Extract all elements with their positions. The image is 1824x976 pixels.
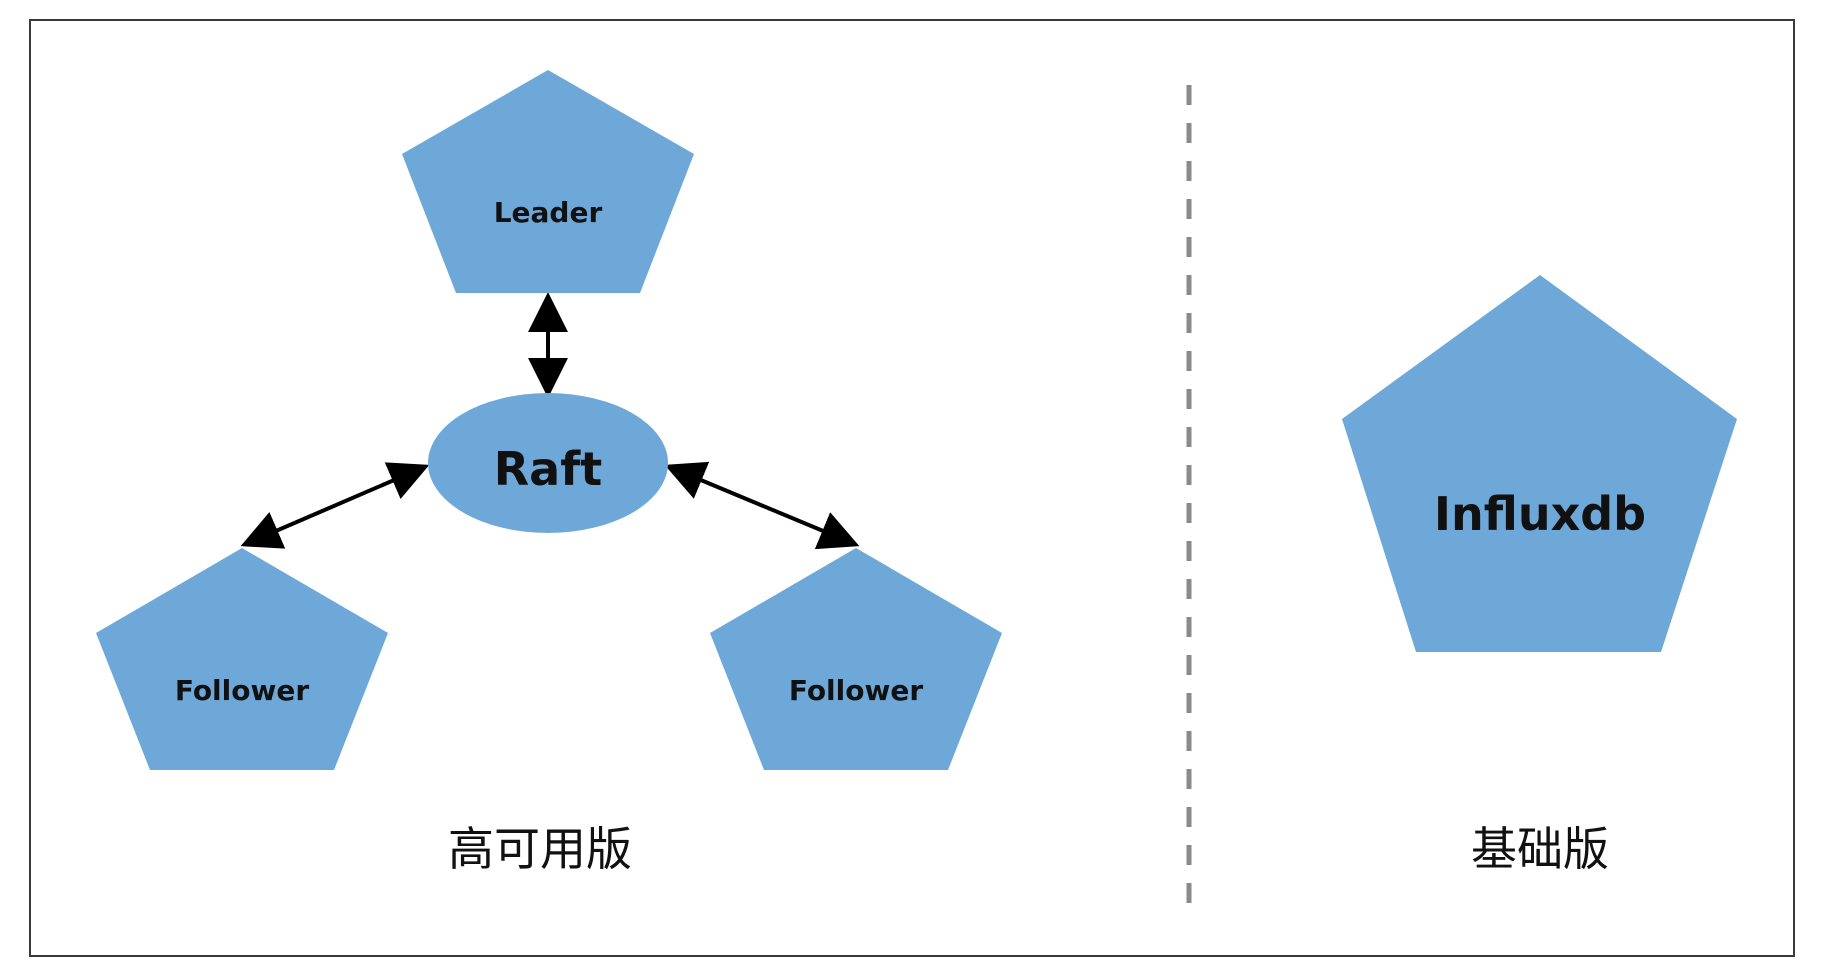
follower-right-pentagon-shape — [710, 548, 1002, 770]
follower-right-label: Follower — [789, 674, 924, 707]
raft-follower-right-arrow — [664, 461, 860, 550]
basic-edition-caption: 基础版 — [1471, 822, 1609, 876]
follower-right-node: Follower — [710, 548, 1002, 770]
raft-follower-left-arrow — [240, 462, 430, 549]
follower-left-pentagon-shape — [96, 548, 388, 770]
leader-pentagon-shape — [402, 70, 694, 293]
follower-left-node: Follower — [96, 548, 388, 770]
follower-left-label: Follower — [175, 674, 310, 707]
raft-node: Raft — [428, 393, 668, 533]
influxdb-node: Influxdb — [1342, 275, 1737, 652]
leader-label: Leader — [494, 196, 603, 229]
raft-label: Raft — [494, 442, 602, 496]
influxdb-pentagon-shape — [1342, 275, 1737, 652]
ha-edition-caption: 高可用版 — [448, 822, 632, 876]
raft-ellipse-shape — [428, 393, 668, 533]
influxdb-label: Influxdb — [1434, 487, 1646, 541]
leader-node: Leader — [402, 70, 694, 293]
